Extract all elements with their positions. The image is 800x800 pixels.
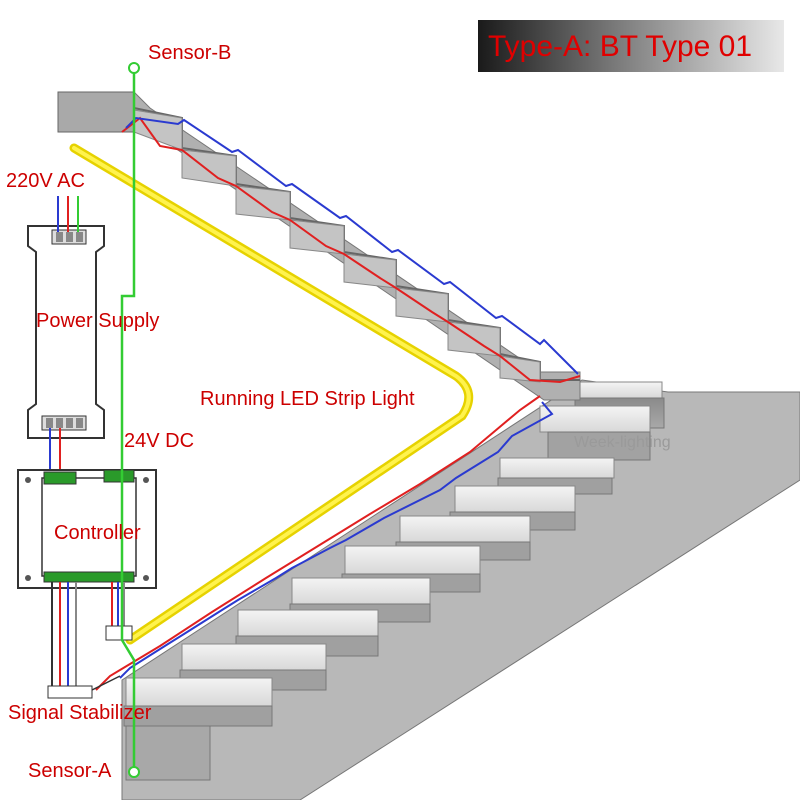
step bbox=[125, 725, 211, 781]
title-banner bbox=[478, 20, 784, 72]
watermark: Week-lighting bbox=[574, 434, 671, 451]
power-supply-label: Power Supply bbox=[36, 310, 160, 332]
sensor-b-node bbox=[128, 62, 140, 74]
dc-output-wires bbox=[49, 428, 61, 474]
upper-stair-flight bbox=[57, 90, 581, 401]
controller-label: Controller bbox=[54, 522, 141, 544]
step bbox=[181, 643, 327, 671]
step bbox=[547, 431, 651, 461]
step-led-wiring bbox=[95, 116, 581, 691]
led-strip-label: Running LED Strip Light bbox=[200, 388, 415, 410]
upper-landing bbox=[57, 91, 135, 133]
upper-blue-wire bbox=[125, 116, 579, 375]
lower-steps bbox=[123, 381, 665, 781]
step bbox=[399, 515, 531, 543]
step bbox=[291, 577, 431, 605]
step bbox=[577, 381, 663, 399]
lower-blue-wire bbox=[119, 401, 554, 679]
connector-box bbox=[105, 625, 133, 641]
controller-unit bbox=[17, 469, 157, 589]
step bbox=[237, 609, 379, 637]
dc-output-label: 24V DC bbox=[124, 430, 195, 452]
signal-stabilizer-box bbox=[47, 685, 93, 699]
sensor-b-label: Sensor-B bbox=[148, 42, 232, 64]
running-led-strip-highlight bbox=[72, 146, 471, 642]
step bbox=[499, 355, 541, 383]
sensor-a-node bbox=[128, 766, 140, 778]
ac-input-label: 220V AC bbox=[6, 170, 85, 192]
sensor-a-label: Sensor-A bbox=[28, 760, 112, 782]
step bbox=[499, 457, 615, 479]
upper-stair-body bbox=[133, 90, 581, 401]
lower-red-wire bbox=[95, 395, 541, 691]
ac-input-wires bbox=[57, 196, 79, 232]
step bbox=[123, 705, 273, 727]
stabilizer-link bbox=[91, 675, 121, 691]
controller-output-wires bbox=[51, 582, 125, 688]
diagram-title: Type-A: BT Type 01 bbox=[488, 30, 753, 63]
step bbox=[344, 545, 481, 575]
signal-stabilizer-label: Signal Stabilizer bbox=[8, 702, 152, 724]
upper-red-wire bbox=[121, 116, 581, 384]
lower-stair-flight bbox=[121, 379, 800, 800]
step bbox=[454, 485, 576, 513]
step bbox=[539, 405, 651, 433]
sensor-wire bbox=[120, 70, 136, 770]
power-supply-unit bbox=[27, 225, 105, 439]
